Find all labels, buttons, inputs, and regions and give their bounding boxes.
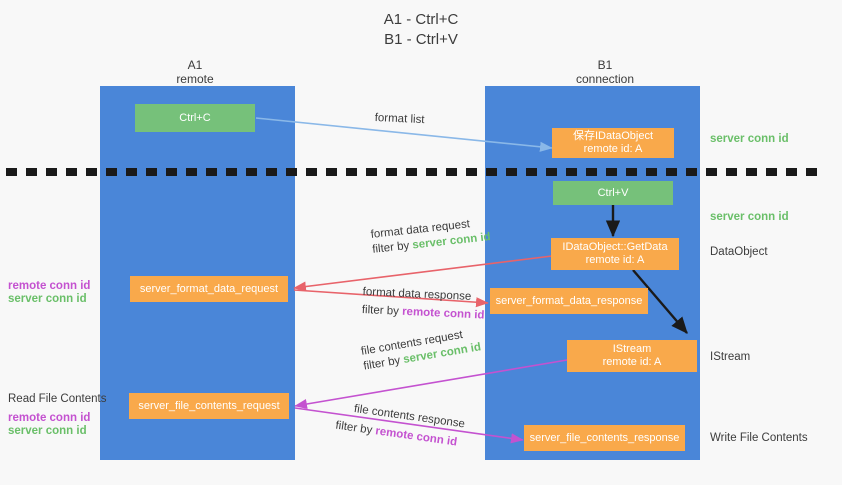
lane-a1-sub: remote [176, 72, 214, 86]
box-istream[interactable]: IStream remote id: A [567, 340, 697, 372]
lane-a1-name: A1 [187, 58, 203, 72]
lane-header-b1: B1 connection [540, 58, 670, 86]
box-getdata-title: IDataObject::GetData [562, 241, 668, 253]
lane-b1-name: B1 [597, 58, 613, 72]
left-label-remote-conn-1: remote conn id [8, 280, 91, 292]
lane-b1-sub: connection [575, 72, 635, 86]
filter-by-text: filter by [361, 303, 403, 318]
edge-label-file-contents-request: file contents request filter by server c… [360, 325, 482, 374]
filter-by-text: filter by [371, 239, 414, 256]
box-save-idataobject[interactable]: 保存IDataObject remote id: A [552, 128, 674, 158]
box-server-format-data-response-label: server_format_data_response [495, 294, 643, 307]
title-line-1: A1 - Ctrl+C [383, 11, 459, 28]
left-label-server-conn-1: server conn id [8, 293, 87, 305]
left-label-read-file-contents: Read File Contents [8, 393, 107, 405]
box-ctrl-c-label: Ctrl+C [179, 111, 211, 124]
edge-label-format-list-text: format list [374, 111, 425, 127]
box-server-file-contents-response-label: server_file_contents_response [529, 431, 680, 444]
edge-label-format-data-response-l1: format data response [362, 285, 472, 303]
box-ctrl-v[interactable]: Ctrl+V [553, 181, 673, 205]
edge-label-format-data-response-l2: filter by remote conn id [362, 303, 485, 324]
lane-header-a1: A1 remote [130, 58, 260, 86]
left-label-server-conn-2: server conn id [8, 425, 87, 437]
box-server-format-data-request[interactable]: server_format_data_request [130, 276, 288, 302]
left-label-remote-conn-2: remote conn id [8, 412, 91, 424]
page-title: A1 - Ctrl+C B1 - Ctrl+V [0, 10, 842, 50]
right-label-write-file-contents: Write File Contents [710, 432, 808, 444]
box-getdata-id: remote id: A [585, 254, 645, 266]
box-getdata[interactable]: IDataObject::GetData remote id: A [551, 238, 679, 270]
edge-label-format-list: format list [374, 111, 424, 128]
box-istream-id: remote id: A [602, 356, 662, 368]
remote-conn-id-key: remote conn id [401, 305, 485, 322]
title-line-2: B1 - Ctrl+V [384, 31, 458, 48]
box-ctrl-v-label: Ctrl+V [597, 186, 629, 199]
right-label-istream: IStream [710, 351, 751, 363]
box-server-file-contents-response[interactable]: server_file_contents_response [524, 425, 685, 451]
right-label-dataobject: DataObject [710, 246, 768, 258]
filter-by-text: filter by [334, 419, 377, 438]
box-server-file-contents-request-label: server_file_contents_request [138, 399, 280, 412]
box-server-format-data-response[interactable]: server_format_data_response [490, 288, 648, 314]
edge-label-file-contents-response: file contents response filter by remote … [335, 402, 466, 451]
box-save-idataobject-title: 保存IDataObject [572, 130, 654, 142]
box-save-idataobject-id: remote id: A [583, 143, 643, 155]
edge-label-format-data-request: format data request filter by server con… [370, 215, 491, 258]
right-label-server-conn-top: server conn id [710, 133, 789, 145]
right-label-server-conn-second: server conn id [710, 211, 789, 223]
box-server-file-contents-request[interactable]: server_file_contents_request [129, 393, 289, 419]
box-ctrl-c[interactable]: Ctrl+C [135, 104, 255, 132]
box-server-format-data-request-label: server_format_data_request [139, 282, 279, 295]
box-istream-title: IStream [612, 343, 652, 355]
edge-label-format-data-response: format data response filter by remote co… [362, 285, 486, 324]
